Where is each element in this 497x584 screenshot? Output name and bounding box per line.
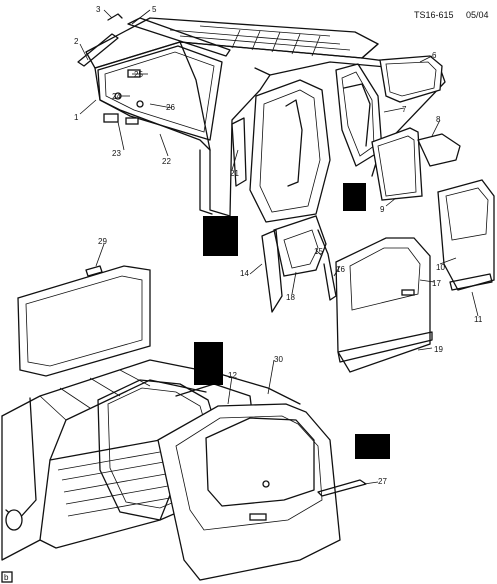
callout-15: 15	[314, 247, 323, 256]
callout-7: 7	[402, 105, 407, 114]
callout-14: 14	[240, 269, 249, 278]
callout-numbers: 3 5 2 1 25 24 26 23 22 21 6 7 8 9 10 17 …	[74, 5, 483, 486]
rear-side-window	[379, 55, 443, 103]
callout-23: 23	[112, 149, 121, 158]
windshield-molding	[77, 13, 231, 67]
callout-2: 2	[74, 37, 79, 46]
callout-10: 10	[436, 263, 445, 272]
front-door-right	[437, 179, 495, 291]
callout-21: 21	[230, 169, 239, 178]
reference-number: TS16-615	[414, 10, 454, 20]
redaction-block	[343, 183, 366, 211]
windshield	[97, 45, 223, 141]
callout-16: 16	[336, 265, 345, 274]
redaction-block	[194, 342, 223, 385]
redaction-blocks	[194, 183, 390, 459]
callout-19: 19	[434, 345, 443, 354]
callout-9: 9	[380, 205, 385, 214]
callout-5: 5	[152, 5, 157, 14]
callout-25: 25	[134, 70, 143, 79]
rear-door-frame	[249, 79, 331, 223]
vent-glass	[371, 127, 461, 201]
callout-1: 1	[74, 113, 79, 122]
callout-12: 12	[228, 371, 237, 380]
pillar-strip	[231, 117, 247, 187]
callout-3: 3	[96, 5, 101, 14]
front-door	[335, 237, 433, 373]
redaction-block	[203, 216, 238, 256]
callout-18: 18	[286, 293, 295, 302]
callout-26: 26	[166, 103, 175, 112]
door-window-glass	[261, 215, 337, 313]
callout-27: 27	[378, 477, 387, 486]
mirror-parts	[103, 69, 144, 125]
corner-mark-label: b	[4, 573, 9, 582]
callout-8: 8	[436, 115, 441, 124]
leader-lines	[79, 9, 479, 485]
callout-24: 24	[112, 92, 121, 101]
corner-mark: b	[1, 571, 13, 583]
liftgate-glass	[17, 265, 151, 377]
callout-22: 22	[162, 157, 171, 166]
callout-6: 6	[432, 51, 437, 60]
reference-date: 05/04	[466, 10, 489, 20]
callout-30: 30	[274, 355, 283, 364]
callout-29: 29	[98, 237, 107, 246]
redaction-block	[355, 434, 390, 459]
callout-17: 17	[432, 279, 441, 288]
callout-11: 11	[474, 315, 483, 324]
tailgate-frame	[157, 403, 341, 581]
